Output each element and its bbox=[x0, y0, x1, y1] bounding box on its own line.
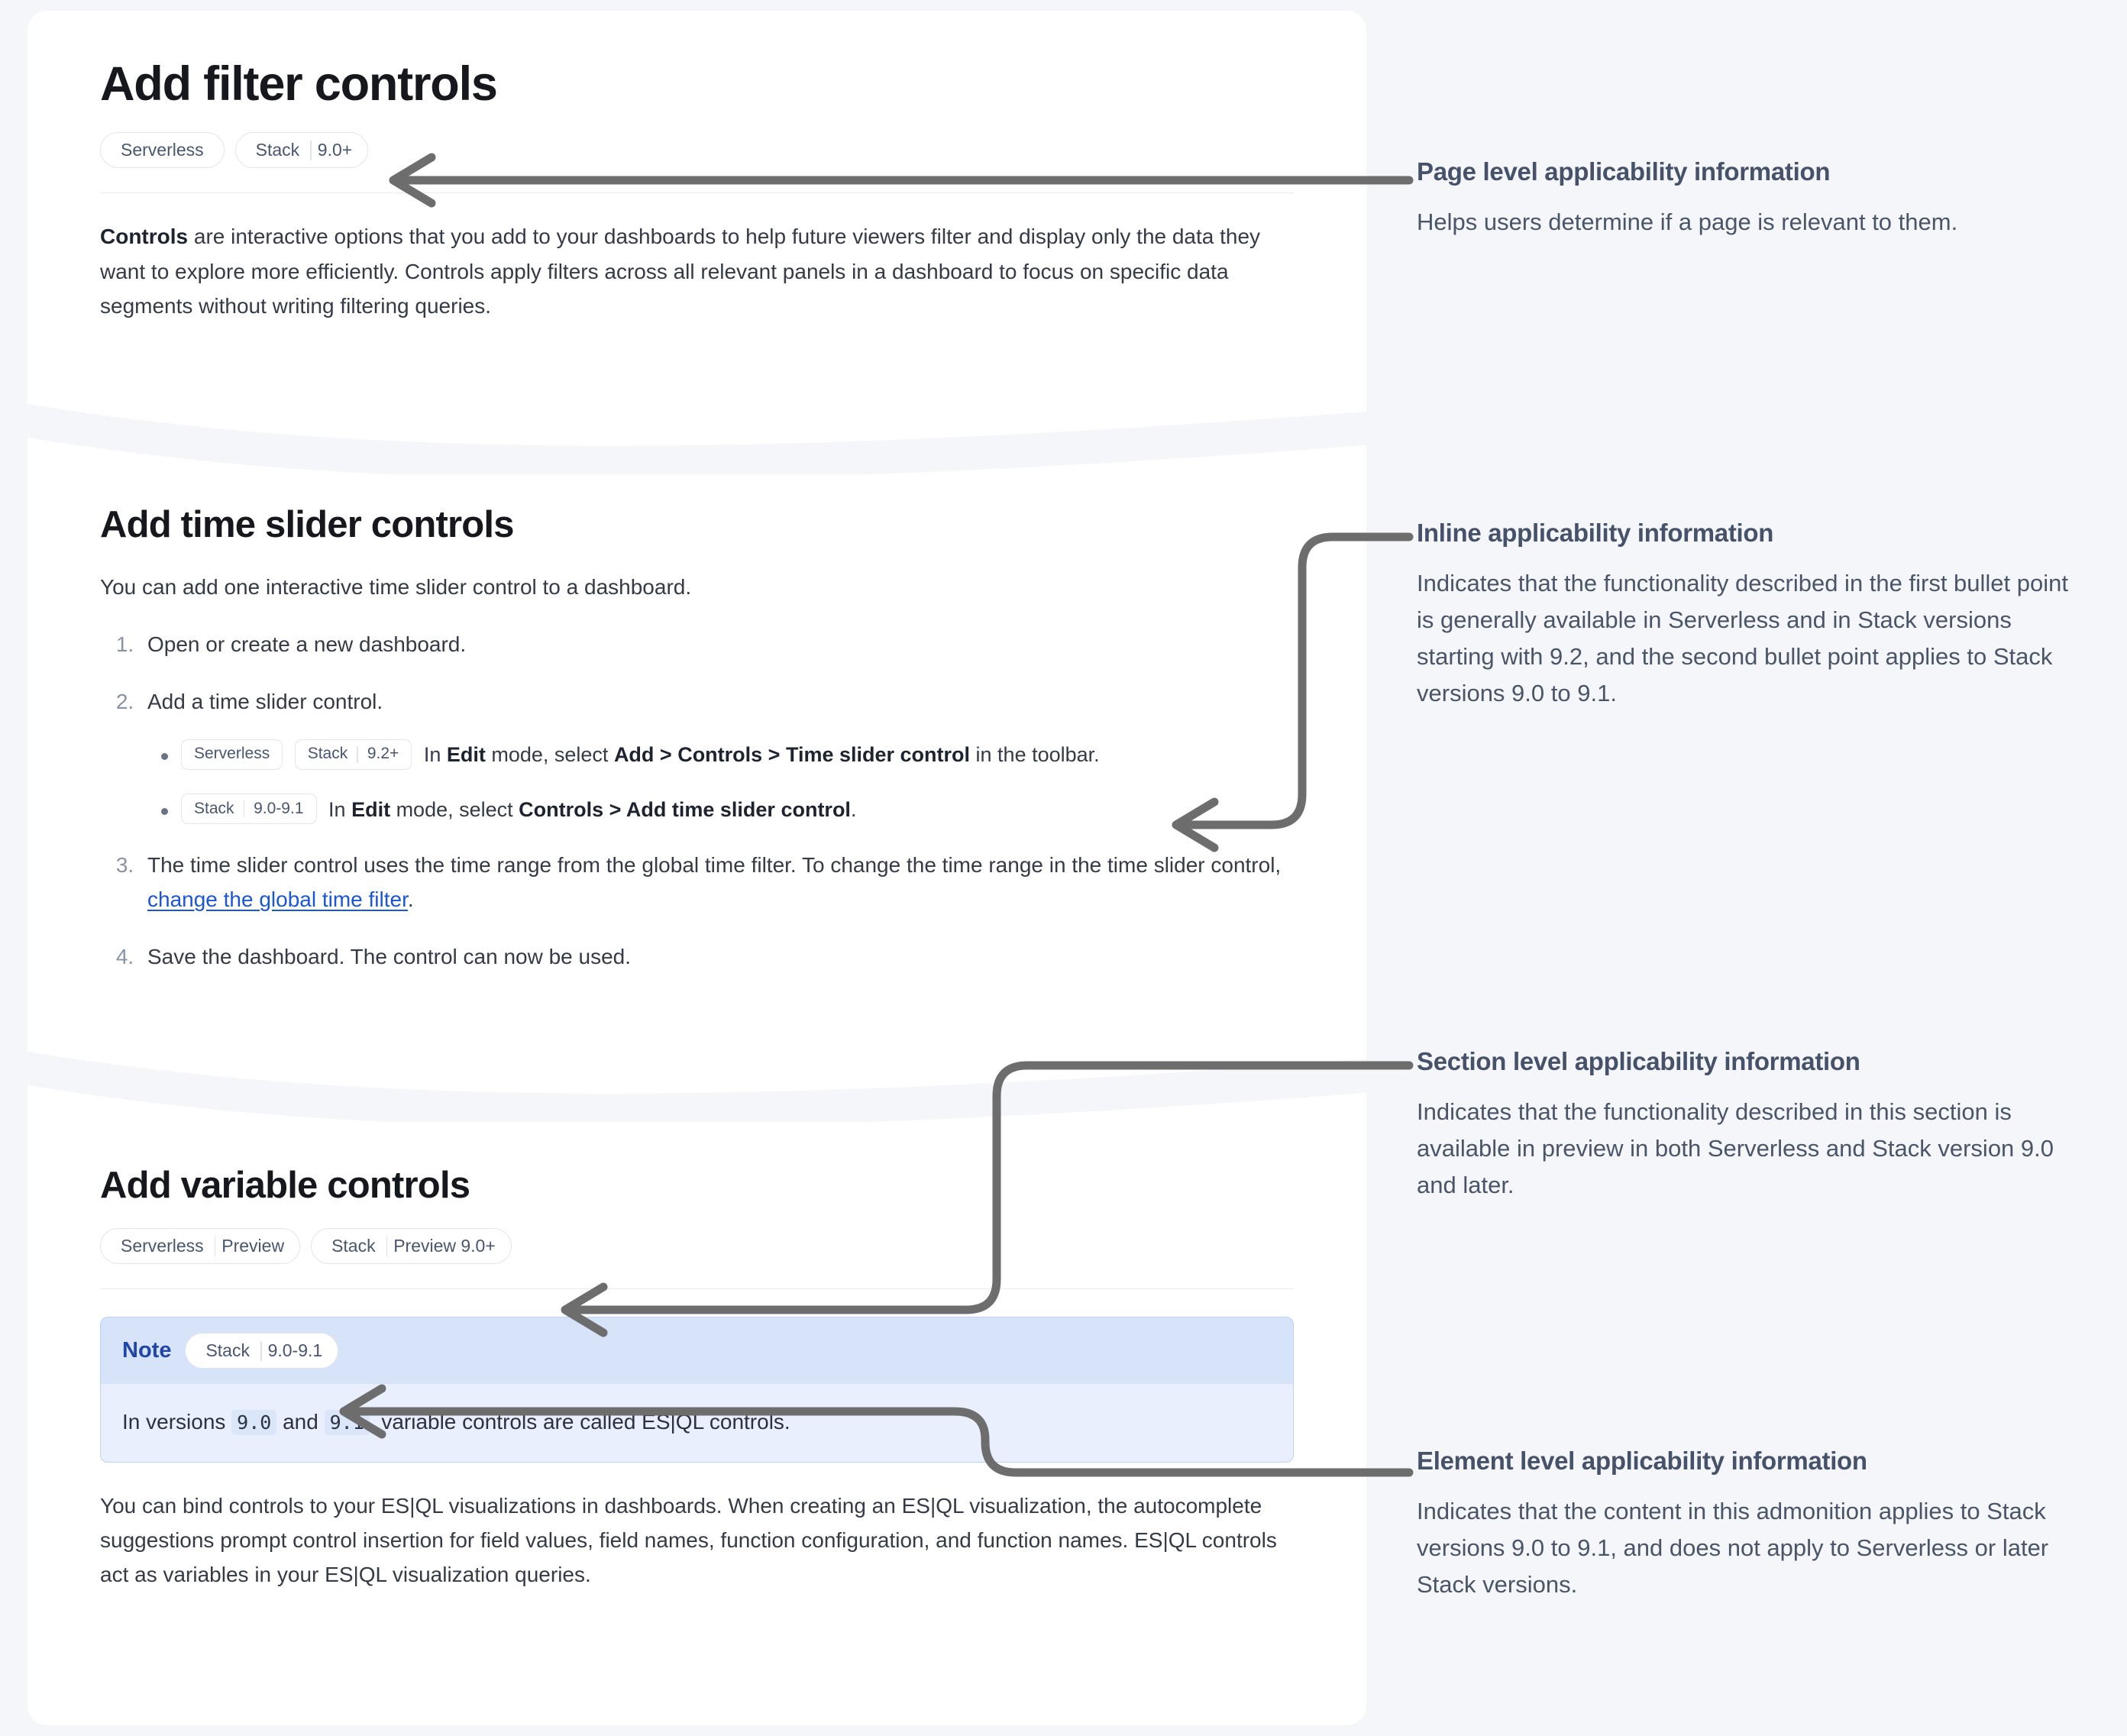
applicability-pill-serverless[interactable]: Serverless bbox=[100, 132, 225, 169]
time-slider-substeps: Serverless Stack 9.2+ In Edit mode, sele… bbox=[147, 739, 1294, 826]
note-applicability-pill-stack[interactable]: Stack 9.0-9.1 bbox=[185, 1333, 339, 1369]
pill-divider bbox=[214, 1236, 216, 1256]
title-rule bbox=[100, 192, 1294, 194]
section-wave-divider-1 bbox=[27, 404, 1366, 474]
step-item: The time slider control uses the time ra… bbox=[140, 849, 1294, 917]
step-text: Save the dashboard. The control can now … bbox=[147, 945, 632, 969]
annotation-title: Element level applicability information bbox=[1417, 1447, 1867, 1475]
pill-version: 9.0+ bbox=[317, 140, 353, 160]
annotation-inline-level: Inline applicability information Indicat… bbox=[1417, 518, 2089, 712]
documentation-panel: Add filter controls Serverless Stack 9.0… bbox=[27, 11, 1366, 1725]
substep-pre: In bbox=[423, 742, 447, 766]
annotation-body: Indicates that the functionality describ… bbox=[1417, 1098, 2054, 1198]
substep-item: Serverless Stack 9.2+ In Edit mode, sele… bbox=[161, 739, 1294, 771]
pill-name: Serverless bbox=[121, 1236, 204, 1256]
applicability-pill-stack-preview[interactable]: Stack Preview 9.0+ bbox=[311, 1228, 512, 1265]
annotation-title: Inline applicability information bbox=[1417, 519, 1774, 547]
substep-post: . bbox=[850, 797, 857, 821]
badge-version: 9.2+ bbox=[367, 745, 399, 763]
intro-text: are interactive options that you add to … bbox=[100, 225, 1261, 318]
substep-mid: mode, select bbox=[485, 742, 614, 766]
annotation-body: Indicates that the content in this admon… bbox=[1417, 1497, 2049, 1598]
pill-version: Preview bbox=[221, 1236, 285, 1256]
page-applicability-pill-row: Serverless Stack 9.0+ bbox=[100, 132, 1294, 169]
step-text-pre: The time slider control uses the time ra… bbox=[147, 853, 1282, 878]
step-item: Open or create a new dashboard. bbox=[140, 628, 1294, 662]
pill-divider bbox=[310, 140, 312, 160]
code-version-91: 9.1 bbox=[324, 1410, 370, 1436]
pill-name: Stack bbox=[205, 1340, 250, 1361]
pill-version: 9.0-9.1 bbox=[267, 1340, 323, 1361]
step-text: Open or create a new dashboard. bbox=[147, 632, 467, 657]
pill-version: Preview 9.0+ bbox=[393, 1236, 496, 1256]
badge-name: Stack bbox=[307, 745, 348, 763]
annotation-page-level: Page level applicability information Hel… bbox=[1417, 157, 2089, 241]
section-rule bbox=[100, 1288, 1294, 1290]
substep-bold-2: Controls > Add time slider control bbox=[519, 797, 851, 821]
section-add-filter-controls: Add filter controls Serverless Stack 9.0… bbox=[27, 11, 1366, 323]
annotation-body: Indicates that the functionality describ… bbox=[1417, 569, 2068, 706]
annotation-body: Helps users determine if a page is relev… bbox=[1417, 208, 1958, 235]
badge-divider bbox=[357, 745, 358, 763]
badge-version: 9.0-9.1 bbox=[254, 800, 304, 818]
note-label: Note bbox=[122, 1338, 172, 1363]
section-wave-divider-2 bbox=[27, 1052, 1366, 1122]
annotation-title: Page level applicability information bbox=[1417, 157, 1831, 186]
badge-divider bbox=[243, 800, 245, 818]
section-title-time-slider: Add time slider controls bbox=[100, 504, 514, 545]
code-version-90: 9.0 bbox=[231, 1410, 277, 1436]
substep-text: In Edit mode, select Add > Controls > Ti… bbox=[424, 743, 1100, 766]
note-text-post: , variable controls are called ES|QL con… bbox=[369, 1410, 790, 1434]
annotation-element-level: Element level applicability information … bbox=[1417, 1446, 2089, 1603]
annotation-section-level: Section level applicability information … bbox=[1417, 1046, 2089, 1204]
time-slider-lead: You can add one interactive time slider … bbox=[100, 575, 692, 600]
inline-badge-stack[interactable]: Stack 9.2+ bbox=[294, 739, 412, 770]
time-slider-steps: Open or create a new dashboard. Add a ti… bbox=[100, 628, 1294, 975]
note-header: Note Stack 9.0-9.1 bbox=[101, 1317, 1293, 1385]
note-admonition: Note Stack 9.0-9.1 In versions 9.0 and 9… bbox=[100, 1317, 1294, 1463]
intro-lead-bold: Controls bbox=[100, 225, 189, 249]
pill-divider bbox=[260, 1340, 262, 1361]
section-add-variable-controls: Add variable controls Serverless Preview… bbox=[27, 1164, 1366, 1592]
substep-pre: In bbox=[328, 797, 352, 821]
annotation-title: Section level applicability information bbox=[1417, 1047, 1860, 1075]
pill-name: Stack bbox=[331, 1236, 376, 1256]
step-text: Add a time slider control. bbox=[147, 689, 383, 713]
substep-bold-2: Add > Controls > Time slider control bbox=[613, 742, 971, 766]
step-text-post: . bbox=[407, 887, 414, 912]
pill-divider bbox=[386, 1236, 388, 1256]
substep-mid: mode, select bbox=[390, 797, 519, 821]
pill-name: Serverless bbox=[121, 140, 204, 160]
substep-text: In Edit mode, select Controls > Add time… bbox=[328, 798, 856, 821]
substep-bold-1: Edit bbox=[351, 797, 391, 821]
substep-item: Stack 9.0-9.1 In Edit mode, select Contr… bbox=[161, 794, 1294, 826]
link-change-global-time-filter[interactable]: change the global time filter bbox=[147, 887, 408, 912]
note-text-pre: In versions bbox=[122, 1410, 232, 1434]
inline-badge-stack[interactable]: Stack 9.0-9.1 bbox=[181, 794, 317, 825]
step-item: Add a time slider control. Serverless St… bbox=[140, 685, 1294, 826]
variable-controls-paragraph: You can bind controls to your ES|QL visu… bbox=[100, 1493, 1277, 1587]
note-body: In versions 9.0 and 9.1, variable contro… bbox=[101, 1384, 1293, 1461]
badge-name: Stack bbox=[194, 800, 234, 818]
applicability-pill-serverless-preview[interactable]: Serverless Preview bbox=[100, 1228, 301, 1265]
pill-name: Stack bbox=[255, 140, 300, 160]
section-applicability-pill-row: Serverless Preview Stack Preview 9.0+ bbox=[100, 1228, 1294, 1265]
inline-badge-serverless[interactable]: Serverless bbox=[181, 739, 283, 770]
applicability-pill-stack[interactable]: Stack 9.0+ bbox=[234, 132, 369, 169]
section-add-time-slider-controls: Add time slider controls You can add one… bbox=[27, 503, 1366, 975]
substep-post: in the toolbar. bbox=[970, 742, 1100, 766]
substep-bold-1: Edit bbox=[446, 742, 486, 766]
section-title-variable-controls: Add variable controls bbox=[100, 1165, 470, 1206]
step-item: Save the dashboard. The control can now … bbox=[140, 940, 1294, 975]
note-text-mid: and bbox=[276, 1410, 325, 1434]
intro-paragraph: Controls are interactive options that yo… bbox=[100, 219, 1294, 323]
page-title: Add filter controls bbox=[100, 57, 498, 111]
badge-name: Serverless bbox=[194, 745, 270, 763]
